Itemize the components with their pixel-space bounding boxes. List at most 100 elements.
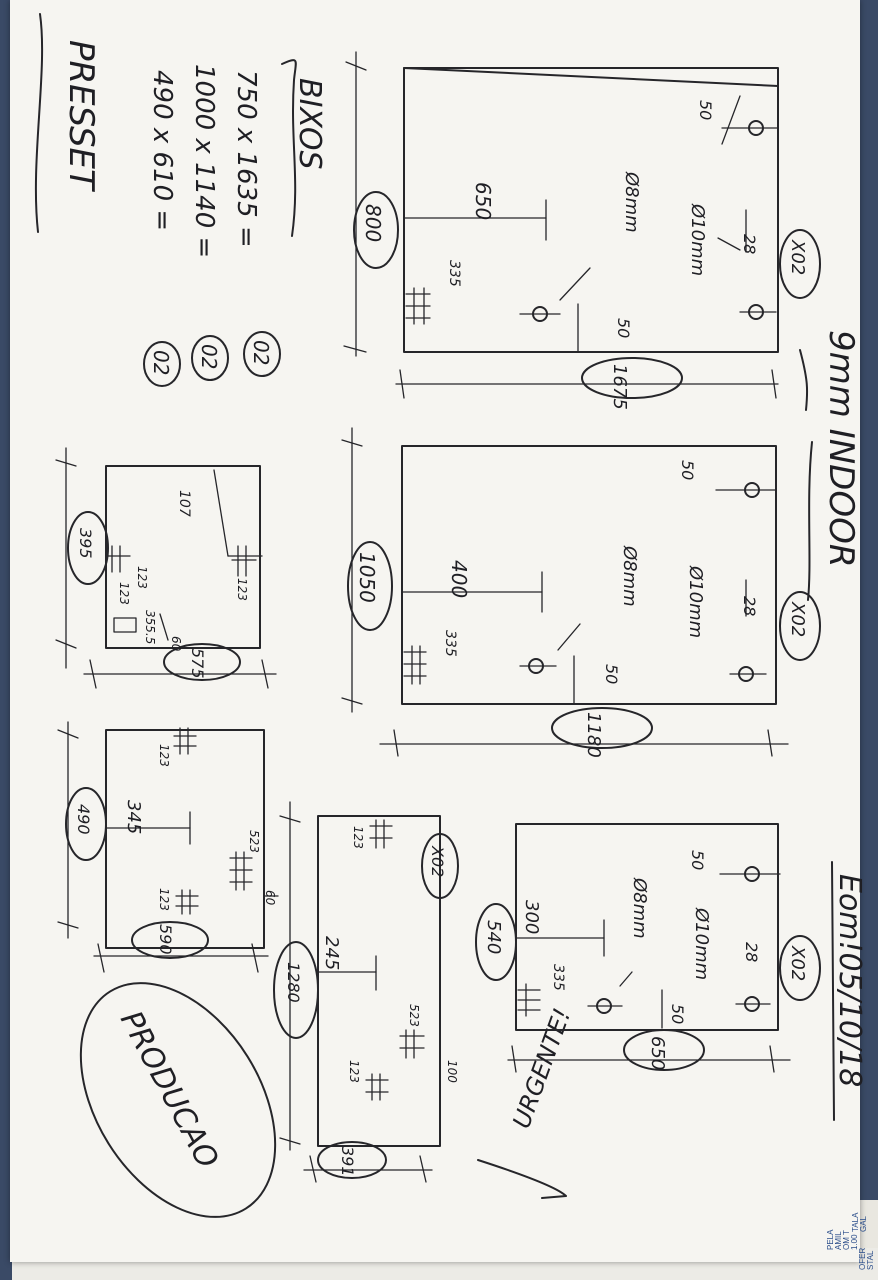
panel-b-dim-335: 335 [442,630,458,657]
panel-a-hinge-mark [405,287,431,325]
panel-c-dim-50: 50 [688,850,707,870]
sidebar-row-3-dims: 490 x 610 = [147,70,177,231]
sidebar-row-3-qty-circle [143,341,181,387]
edge-text-7: OFER [858,1248,867,1270]
panel-d-dim-355: 355.5 [143,610,157,644]
panel-e-dim-523: 523 [247,830,261,853]
material-underline [807,441,813,601]
panel-e-outline [105,729,265,949]
panel-c-dim-28: 28 [742,942,761,962]
panel-a-outline [403,67,779,353]
stamp-ring [79,982,277,1218]
panel-c-dim-300: 300 [521,900,542,934]
sidebar-row-1-qty: 02 [249,340,273,365]
panel-c-qty-circle [779,935,821,1001]
presset-label: PRESSET [61,40,101,192]
date-label: Eom!05/10/18 [832,874,867,1087]
panel-b-hole-8: Ø8mm [619,545,640,607]
panel-b-dim-400: 400 [447,560,471,598]
date-header: Eom!05/10/18 [831,861,867,1121]
panel-a-width: 800 [361,204,385,242]
underlying-edge-text-2: PELA AMIL OM T 1.00 OFER STAL [826,1229,875,1270]
edge-text-6: 1.00 [850,1234,859,1250]
panel-d-outline [105,465,261,649]
panel-c-height: 650 [647,1036,668,1070]
panel-f: 1280 391 X02 245 123 123 523 100 [273,801,459,1183]
panel-a-width-circle [353,191,399,269]
panel-e-dim-123a: 123 [157,744,171,767]
material-tick [799,349,809,411]
panel-a-height-circle [581,357,683,399]
presset-underline [34,13,44,233]
panel-d-dim-123b: 123 [135,566,149,589]
edge-text-8: STAL [866,1250,875,1270]
panel-c-hole-8: Ø8mm [629,877,650,939]
panel-e-dim-123b: 123 [157,888,171,911]
urgent-note: URGENTE! [477,1005,577,1199]
panel-f-height-circle [317,1141,387,1179]
date-underline [831,861,835,1121]
panel-a-dim-50: 50 [696,100,715,120]
panel-f-qty-circle [421,833,459,899]
stamp-label: PRODUCAO [113,1005,225,1174]
panel-d-height: 575 [188,648,207,679]
panel-d-dim-107: 107 [176,490,192,517]
panel-c-width: 540 [483,920,504,954]
sidebar-row-2-dims: 1000 x 1140 = [189,64,219,258]
sidebar-row-3-qty: 02 [149,350,173,375]
panel-a-dim-50b: 50 [614,318,633,338]
panel-c-width-circle [475,903,517,981]
panel-c-dim-335: 335 [550,964,566,991]
panel-c-hole-10: Ø10mm [691,907,712,980]
panel-b-dim-50: 50 [678,460,697,480]
panel-b-width-circle [347,541,393,631]
underlying-edge-text: GAL TALA [851,1212,868,1232]
urgent-label: URGENTE! [507,1005,576,1132]
urgent-arrow [477,1159,567,1199]
panel-b-dim-50b: 50 [602,664,621,684]
panel-a-qty-circle [779,229,821,299]
panel-b-height: 1180 [583,712,604,758]
edge-text-1: GAL [859,1215,868,1232]
panel-a-dim-650: 650 [471,182,495,220]
panel-e-dim-345: 345 [123,800,144,834]
panel-a-dim-335: 335 [446,260,462,287]
panel-a-qty: X02 [787,239,808,275]
panel-b-dim-28: 28 [740,596,759,616]
panel-c-qty: X02 [787,945,808,981]
panel-a-dim-28: 28 [740,234,759,254]
sidebar-title: BIXOS [292,78,327,170]
panel-f-qty: X02 [428,845,447,877]
panel-e-dim-60: 60 [263,890,277,906]
panel-f-width: 1280 [284,962,303,1003]
panel-e-height-circle [131,921,209,959]
edge-text-5: OM T [842,1230,851,1250]
sidebar-row-1-qty-circle [243,331,281,377]
edge-text-2: TALA [851,1212,860,1232]
sidebar-note: PRESSET BIXOS 750 x 1635 = 1000 x 1140 =… [34,13,327,387]
panel-c-dim-50b: 50 [668,1004,687,1024]
sidebar-title-underline [281,59,297,237]
panel-f-dim-523: 523 [407,1004,421,1027]
panel-e: 490 590 345 123 123 523 60 [57,721,279,973]
panel-f-width-circle [273,941,319,1039]
sidebar-row-1-dims: 750 x 1635 = [231,70,261,248]
edge-text-4: AMIL [834,1231,843,1250]
panel-d-width-circle [67,511,109,585]
panel-d-dim-123c: 123 [117,582,131,605]
panel-a-hole-8: Ø8mm [621,171,642,233]
panel-d-height-circle [163,643,241,681]
panel-b-outline [401,445,777,705]
panel-b-qty: X02 [787,601,808,637]
panel-d-width: 395 [76,528,95,559]
panel-f-dim-123a: 123 [351,826,365,849]
panel-e-width-circle [65,787,107,861]
panel-e-width: 490 [74,804,93,835]
panel-b-width: 1050 [355,552,379,603]
panel-c-hinge-mark [517,983,541,1017]
panel-a-height: 1675 [609,364,630,410]
panel-f-dim-100: 100 [445,1060,459,1083]
panel-d-dim-60: 60 [169,636,183,652]
panel-c-height-circle [623,1029,705,1071]
